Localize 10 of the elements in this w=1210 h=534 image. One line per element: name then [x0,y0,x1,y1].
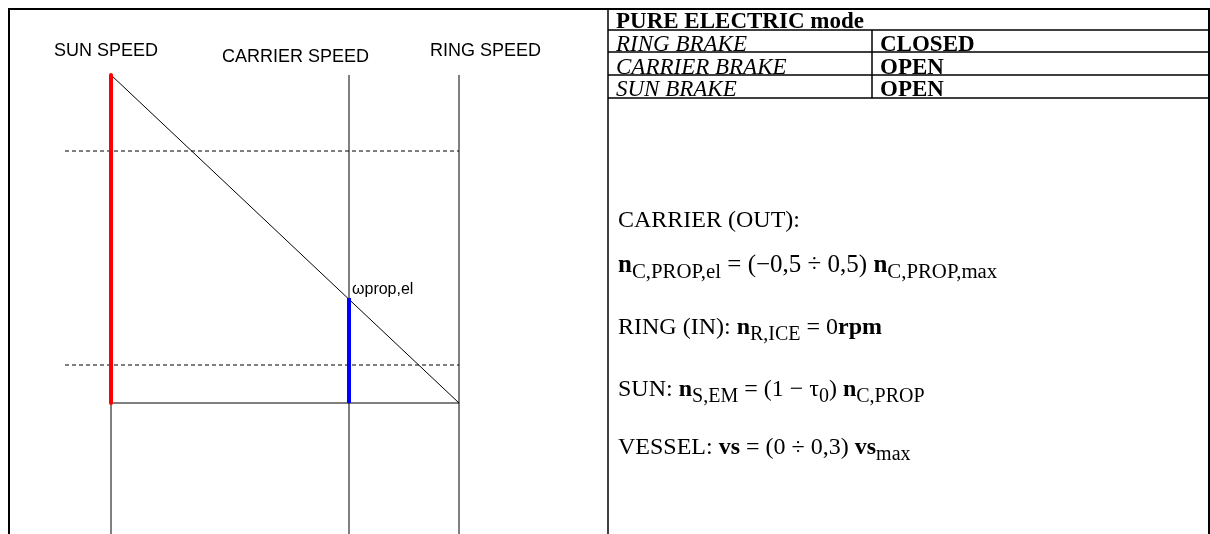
axis-label: SUN SPEED [54,40,159,61]
speed-formula: n$_{C,PROP,el}$ = (−0,5 ÷ 0,5) n$_{C,PROP,max}$ [618,250,998,284]
mode-heading: PURE ELECTRIC mode [616,8,864,34]
speed-formula: SUN: n$_{S,EM}$ = (1 − τ$_{0}$) n$_{C,PROP}$ [618,375,925,407]
axis-label: RING SPEED [430,40,542,61]
speed-formula: VESSEL: vs = (0 ÷ 0,3) vs$_{max}$ [618,433,911,465]
speed-label: ωprop,el [352,280,414,298]
speed-formula: RING (IN): n$_{R,ICE}$ = 0rpm [618,313,883,345]
output-heading: CARRIER (OUT): [618,206,800,233]
axis-label: CARRIER SPEED [222,46,370,67]
